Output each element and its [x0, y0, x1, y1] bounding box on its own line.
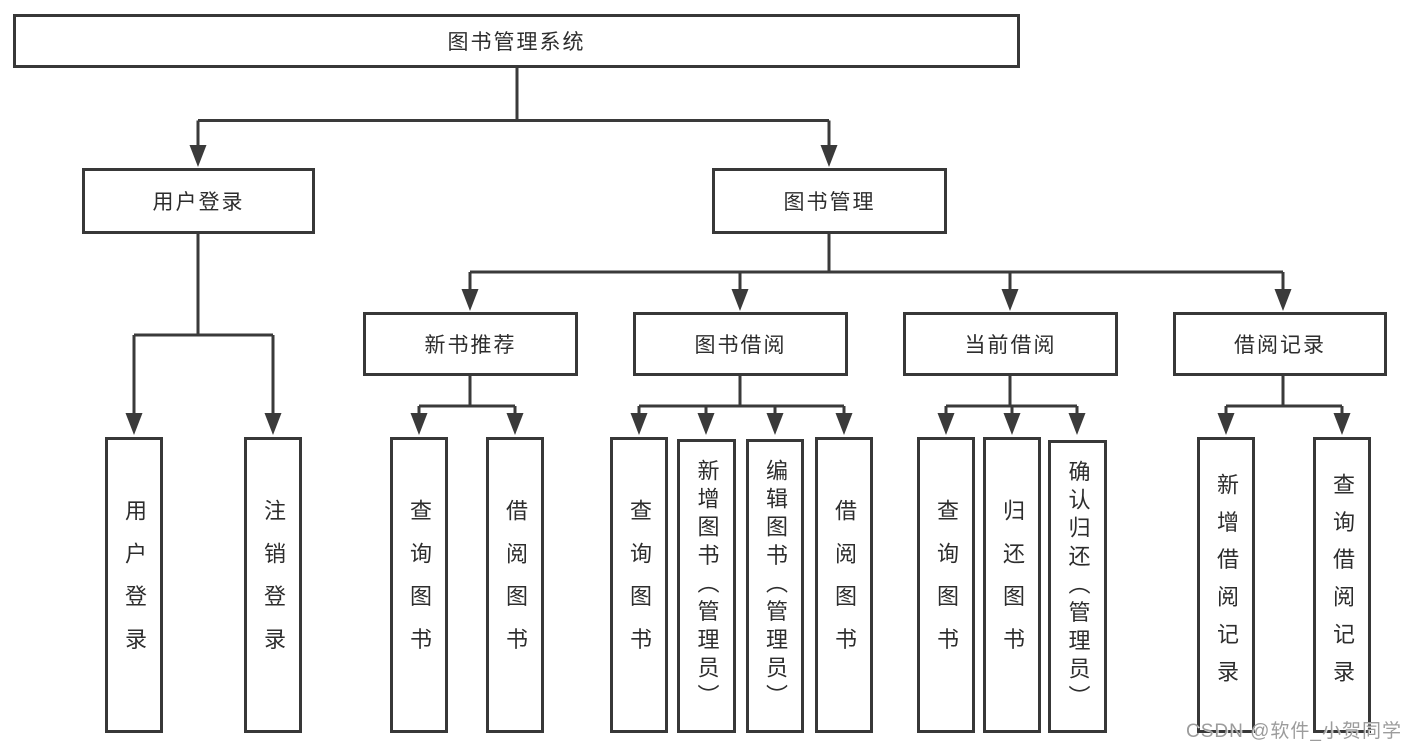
leaf-edit-books-admin-label: 编辑图书（管理员）	[763, 459, 788, 713]
node-book-management-label: 图书管理	[783, 191, 876, 214]
leaf-confirm-return-admin-label: 确认归还（管理员）	[1065, 459, 1091, 714]
leaf-query-borrow-record: 查询借阅记录	[1313, 437, 1371, 733]
csdn-watermark: CSDN @软件_小贺同学	[1186, 721, 1402, 742]
node-book-management: 图书管理	[712, 168, 947, 234]
leaf-query-books-current-label: 查询图书	[934, 499, 959, 671]
arrowhead	[731, 289, 749, 311]
arrowhead	[1001, 289, 1019, 311]
leaf-borrow-books-recommend: 借阅图书	[486, 437, 544, 733]
leaf-add-borrow-record-label: 新增借阅记录	[1214, 472, 1239, 698]
leaf-borrow-books-recommend-label: 借阅图书	[503, 499, 528, 671]
node-new-book-recommend: 新书推荐	[363, 312, 578, 376]
leaf-return-books: 归还图书	[983, 437, 1041, 733]
arrowhead	[1068, 413, 1086, 435]
leaf-add-books-admin-label: 新增图书（管理员）	[694, 459, 720, 713]
arrowhead	[697, 413, 715, 435]
node-user-login-label: 用户登录	[152, 191, 245, 214]
leaf-user-login: 用户登录	[105, 437, 163, 733]
arrowhead	[630, 413, 648, 435]
arrowhead	[937, 413, 955, 435]
node-borrowing-records-label: 借阅记录	[1234, 334, 1326, 357]
leaf-add-borrow-record: 新增借阅记录	[1197, 437, 1255, 733]
leaf-logout-login-label: 注销登录	[261, 499, 286, 671]
leaf-query-books-borrowing-label: 查询图书	[627, 499, 652, 671]
node-current-borrowing: 当前借阅	[903, 312, 1118, 376]
leaf-borrow-books-borrowing-label: 借阅图书	[832, 499, 857, 671]
leaf-query-books-recommend: 查询图书	[390, 437, 448, 733]
leaf-query-books-current: 查询图书	[917, 437, 975, 733]
arrowhead	[506, 413, 524, 435]
leaf-edit-books-admin: 编辑图书（管理员）	[746, 439, 804, 733]
node-root: 图书管理系统	[13, 14, 1020, 68]
node-current-borrowing-label: 当前借阅	[964, 334, 1057, 357]
arrowhead	[1217, 413, 1235, 435]
leaf-query-books-recommend-label: 查询图书	[407, 499, 432, 671]
arrowhead	[189, 145, 207, 167]
arrowhead	[820, 145, 838, 167]
leaf-user-login-label: 用户登录	[122, 499, 147, 671]
arrowhead	[835, 413, 853, 435]
leaf-logout-login: 注销登录	[244, 437, 302, 733]
node-book-borrowing-label: 图书借阅	[694, 334, 787, 357]
arrowhead	[766, 413, 784, 435]
arrowhead	[264, 413, 282, 435]
leaf-add-books-admin: 新增图书（管理员）	[677, 439, 736, 733]
node-user-login: 用户登录	[82, 168, 315, 234]
node-book-borrowing: 图书借阅	[633, 312, 848, 376]
node-root-label: 图书管理系统	[447, 31, 586, 54]
leaf-confirm-return-admin: 确认归还（管理员）	[1048, 440, 1107, 733]
arrowhead	[1274, 289, 1292, 311]
node-borrowing-records: 借阅记录	[1173, 312, 1387, 376]
leaf-query-borrow-record-label: 查询借阅记录	[1330, 472, 1355, 698]
leaf-query-books-borrowing: 查询图书	[610, 437, 668, 733]
arrowhead	[1003, 413, 1021, 435]
arrowhead	[1333, 413, 1351, 435]
arrowhead	[125, 413, 143, 435]
leaf-return-books-label: 归还图书	[1000, 499, 1025, 671]
node-new-book-recommend-label: 新书推荐	[424, 334, 517, 357]
arrowhead	[410, 413, 428, 435]
leaf-borrow-books-borrowing: 借阅图书	[815, 437, 873, 733]
arrowhead	[461, 289, 479, 311]
